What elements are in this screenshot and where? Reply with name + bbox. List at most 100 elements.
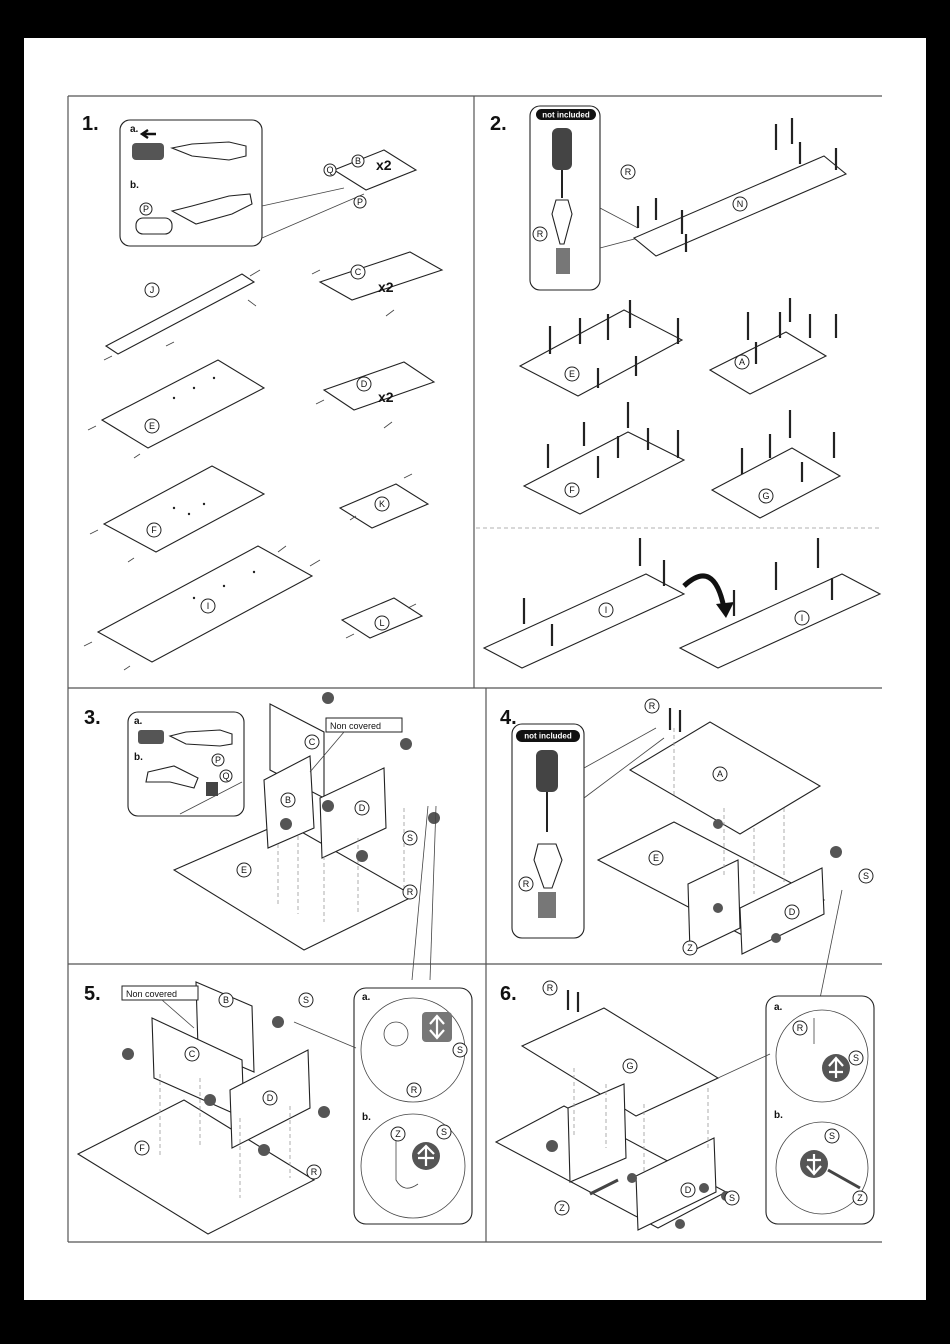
part-label: L [379,618,384,628]
part-label: C [309,737,316,747]
non-covered-tag: Non covered [126,989,177,999]
part-label: Z [687,943,693,953]
part-label: S [457,1045,463,1055]
part-label: D [361,379,368,389]
not-included-tag: not included [524,732,572,741]
part-label: R [537,229,544,239]
part-label: E [241,865,247,875]
step1-sub-a: a. [130,124,139,135]
quantity-label: x2 [376,157,392,173]
part-label: J [150,285,155,295]
step-6-detail: a. b. R S S Z [766,996,874,1224]
part-label: Z [559,1203,565,1213]
dowel-icon [132,143,164,160]
step3-sub-a: a. [134,716,143,727]
step1-sub-b: b. [130,180,139,191]
panel-d [320,768,386,858]
step-3-inset: a. b. [128,712,244,816]
part-label: S [853,1053,859,1063]
part-label: I [207,601,210,611]
part-label: I [801,613,804,623]
part-label: R [797,1023,804,1033]
part-label: Q [222,771,229,781]
part-label: R [649,701,656,711]
part-label: A [717,769,723,779]
step-number-3: 3. [84,707,101,729]
part-label: P [143,204,149,214]
screwdriver-icon [536,750,558,792]
not-included-tag: not included [542,111,590,120]
panel-i [484,574,684,668]
part-label: F [151,525,157,535]
part-label: N [737,199,744,209]
part-label: G [762,491,769,501]
part-label: Z [395,1129,401,1139]
part-label: B [285,795,291,805]
part-label: P [357,197,363,207]
part-label: I [605,605,608,615]
panel-f [104,466,264,552]
part-label: G [626,1061,633,1071]
screwdriver-icon [552,128,572,170]
part-label: R [547,983,554,993]
instruction-sheet: 1. 2. 3. 4. 5. 6. a. b. [24,38,926,1300]
part-label: S [303,995,309,1005]
part-label: B [355,156,361,166]
step-4-inset: not included R [512,724,664,938]
part-label: S [863,871,869,881]
part-label: S [729,1193,735,1203]
part-label: E [149,421,155,431]
part-label: E [653,853,659,863]
part-label: D [685,1185,692,1195]
step-number-4: 4. [500,707,517,729]
part-label: E [569,369,575,379]
part-label: Z [857,1193,863,1203]
step-number-2: 2. [490,113,507,135]
part-label: R [625,167,632,177]
step-number-1: 1. [82,113,99,135]
part-label: R [523,879,530,889]
part-label: F [569,485,575,495]
panel-b [334,150,416,190]
part-label: R [407,887,414,897]
step-2-inset: not included R [530,106,638,290]
step6-sub-a: a. [774,1002,783,1013]
part-label: R [311,1167,318,1177]
part-label: S [441,1127,447,1137]
step-1-inset: a. b. [120,120,364,246]
part-label: D [789,907,796,917]
part-label: C [355,267,362,277]
panel-g [712,448,840,518]
assembly-diagram: 1. 2. 3. 4. 5. 6. a. b. [24,38,926,1300]
part-label: D [359,803,366,813]
dowel-icon [138,730,164,744]
part-label: D [267,1093,274,1103]
step6-sub-b: b. [774,1110,783,1121]
step-number-6: 6. [500,983,517,1005]
step5-sub-b: b. [362,1112,371,1123]
part-label: C [189,1049,196,1059]
panel-a [710,332,826,394]
part-label: B [223,995,229,1005]
step-5-detail: a. b. S R Z S [354,988,472,1224]
panel-j [106,274,254,354]
flip-arrow-icon [684,576,724,608]
quantity-label: x2 [378,389,394,405]
step3-sub-b: b. [134,752,143,763]
part-label: F [139,1143,145,1153]
part-label: A [739,357,745,367]
panel-e [174,822,414,950]
panel-e [102,360,264,448]
quantity-label: x2 [378,279,394,295]
dowel-icon [136,218,172,234]
part-label: S [829,1131,835,1141]
step-number-5: 5. [84,983,101,1005]
step5-sub-a: a. [362,992,371,1003]
panel-e [520,310,682,396]
non-covered-tag: Non covered [330,721,381,731]
part-label: Q [326,165,333,175]
part-label: P [215,755,221,765]
part-label: S [407,833,413,843]
part-label: K [379,499,385,509]
panel-i-flipped [680,574,880,668]
